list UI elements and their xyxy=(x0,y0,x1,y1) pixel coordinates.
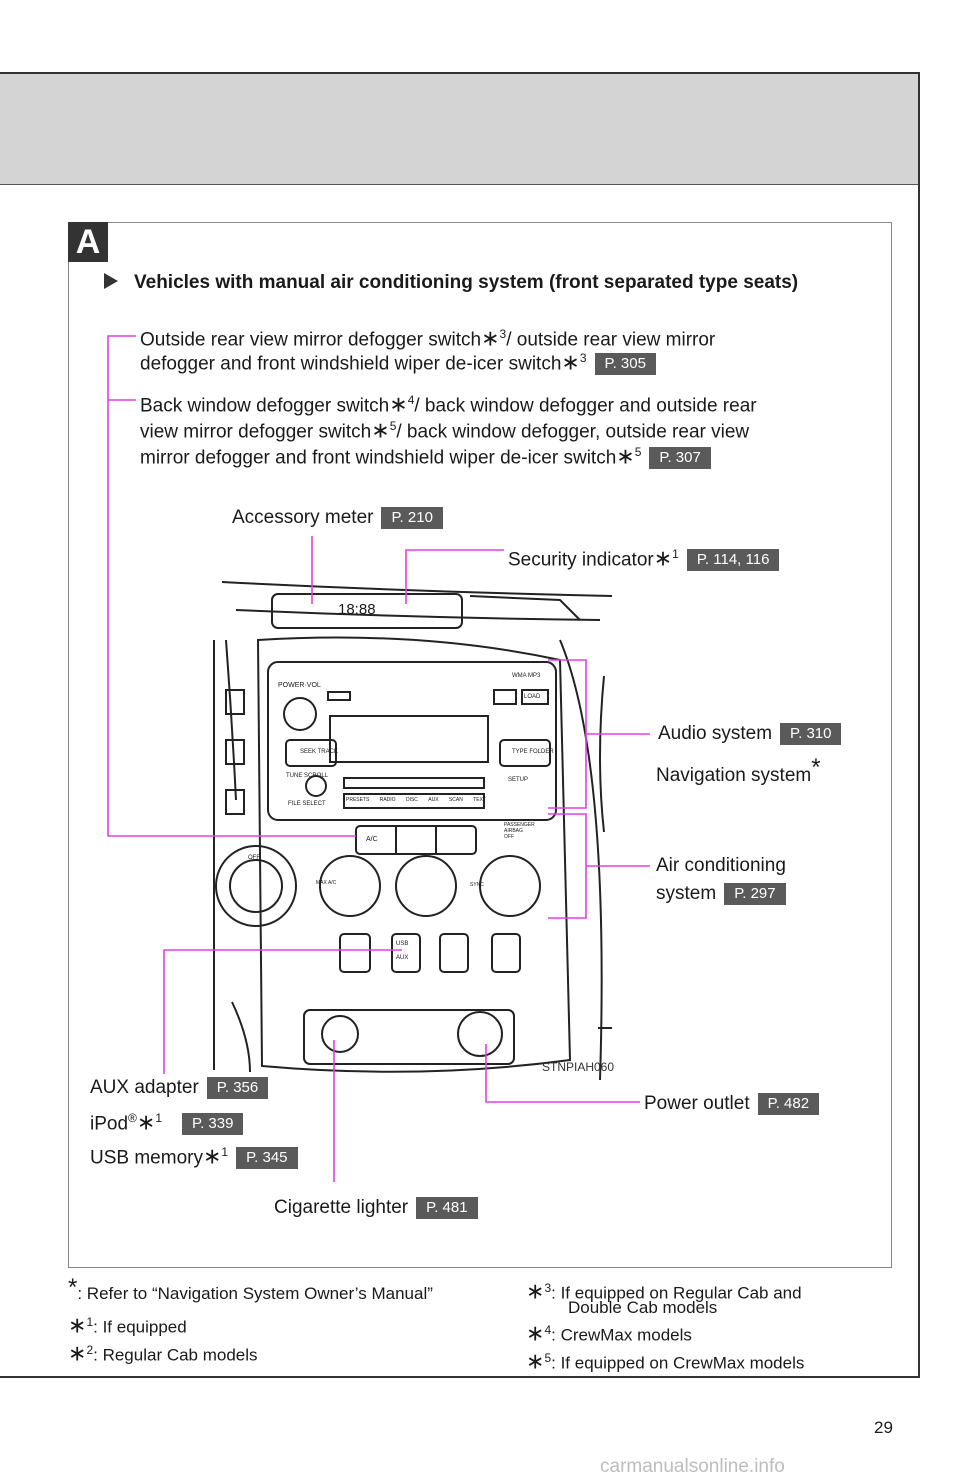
page-number: 29 xyxy=(874,1418,893,1437)
page-ref-tag[interactable]: P. 356 xyxy=(206,1077,269,1099)
triangle-bullet-icon xyxy=(104,273,118,289)
page-ref-tag[interactable]: P. 345 xyxy=(236,1147,298,1170)
max-ac-label: MAX A/C xyxy=(316,880,337,886)
right-margin-rule xyxy=(918,72,920,1378)
fan-off-label: OFF xyxy=(248,855,260,861)
back-window-line2: view mirror defogger switch∗5/ back wind… xyxy=(140,417,750,443)
passenger-airbag-indicator: PASSENGER AIRBAG OFF xyxy=(504,822,535,840)
type-folder-button[interactable]: TYPE FOLDER xyxy=(512,749,554,755)
footnote-5: ∗5: If equipped on CrewMax models xyxy=(526,1348,805,1374)
back-window-line1: Back window defogger switch∗4/ back wind… xyxy=(140,391,757,417)
mirror-defogger-line1: Outside rear view mirror defogger switch… xyxy=(140,325,716,351)
footnote-4: ∗4: CrewMax models xyxy=(526,1320,692,1346)
wma-mp3-label: WMA MP3 xyxy=(512,673,541,679)
setup-button[interactable]: SETUP xyxy=(508,777,529,783)
tune-scroll-label: TUNE SCROLL xyxy=(286,773,329,779)
page-ref-tag[interactable]: P. 114, 116 xyxy=(686,549,780,572)
page-ref-tag[interactable]: P. 339 xyxy=(182,1113,244,1136)
navigation-system-callout: Navigation system* xyxy=(656,754,821,787)
preset-button[interactable]: DISC xyxy=(405,797,418,803)
aux-port[interactable]: AUX xyxy=(396,955,409,961)
footnote-3-cont: Double Cab models xyxy=(568,1298,718,1317)
page-ref-tag[interactable]: P. 305 xyxy=(594,353,656,376)
watermark: carmanualsonline.info xyxy=(600,1456,785,1477)
preset-buttons: PRESETS RADIO DISC AUX SCAN TEXT xyxy=(346,797,486,803)
bottom-rule xyxy=(0,1376,920,1378)
footnote-3: ∗3: If equipped on Regular Cab and xyxy=(526,1278,802,1304)
preset-button[interactable]: PRESETS xyxy=(346,797,370,803)
image-code: STNPIAH060 xyxy=(542,1060,615,1074)
preset-button[interactable]: SCAN xyxy=(448,797,463,803)
figure-panel xyxy=(68,222,892,1268)
ac-button[interactable]: A/C xyxy=(366,836,378,843)
preset-button[interactable]: TEXT xyxy=(473,797,486,803)
sync-label: SYNC xyxy=(470,882,484,888)
page-ref-tag[interactable]: P. 310 xyxy=(780,723,842,745)
header-band xyxy=(0,72,918,185)
air-conditioning-line1: Air conditioning xyxy=(656,855,786,876)
figure-heading: Vehicles with manual air conditioning sy… xyxy=(104,272,798,294)
page-ref-tag[interactable]: P. 482 xyxy=(757,1093,820,1115)
footnote-1: ∗1: If equipped xyxy=(68,1312,187,1338)
file-select-label: FILE SELECT xyxy=(288,801,326,807)
page-ref-tag[interactable]: P. 481 xyxy=(416,1197,478,1219)
preset-button[interactable]: RADIO xyxy=(379,797,396,803)
page-ref-tag[interactable]: P. 210 xyxy=(381,507,443,529)
back-window-line3: mirror defogger and front windshield wip… xyxy=(140,440,711,470)
power-vol-label: POWER·VOL xyxy=(278,682,321,689)
footnote-star: *: Refer to “Navigation System Owner’s M… xyxy=(68,1274,433,1304)
page-ref-tag[interactable]: P. 307 xyxy=(649,447,711,470)
mirror-defogger-line2: defogger and front windshield wiper de-i… xyxy=(140,346,656,376)
clock-display: 18:88 xyxy=(338,601,376,618)
load-button[interactable]: LOAD xyxy=(524,694,541,700)
section-badge: A xyxy=(68,222,108,262)
preset-button[interactable]: AUX xyxy=(428,797,439,803)
usb-port[interactable]: USB xyxy=(396,941,409,947)
footnote-2: ∗2: Regular Cab models xyxy=(68,1340,258,1366)
seek-track-button[interactable]: SEEK TRACK xyxy=(300,749,338,755)
page-ref-tag[interactable]: P. 297 xyxy=(724,883,786,905)
